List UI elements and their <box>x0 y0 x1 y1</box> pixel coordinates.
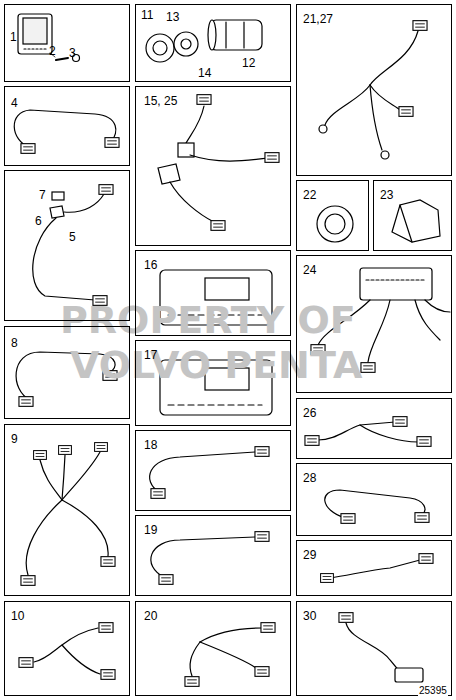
part-panel: 24 <box>296 255 452 393</box>
part-panel: 18 <box>135 430 291 511</box>
part-panel: 29 <box>296 540 452 596</box>
callout-number: 21,27 <box>303 13 333 26</box>
callout-number: 1 <box>10 31 17 44</box>
part-panel: 17 <box>135 340 291 426</box>
callout-number: 16 <box>144 259 157 272</box>
callout-number: 22 <box>303 189 316 202</box>
figure-number: 25395 <box>418 685 448 696</box>
part-panel: 8 <box>4 326 130 419</box>
callout-number: 7 <box>39 189 46 202</box>
part-panel: 26 <box>296 398 452 459</box>
part-panel: 20 <box>135 601 291 696</box>
part-panel: 11 13 12 14 <box>135 4 291 82</box>
callout-number: 24 <box>303 264 316 277</box>
callout-number: 12 <box>242 57 255 70</box>
watermark-text: PROPERTY OF <box>60 300 356 340</box>
callout-number: 2 <box>49 45 56 58</box>
callout-number: 5 <box>69 231 76 244</box>
callout-number: 19 <box>144 524 157 537</box>
callout-number: 6 <box>35 215 42 228</box>
callout-number: 14 <box>198 67 211 80</box>
part-panel: 9 <box>4 424 130 596</box>
callout-number: 15, 25 <box>144 95 177 108</box>
callout-number: 13 <box>166 11 179 24</box>
part-panel: 7 6 5 <box>4 170 130 321</box>
callout-number: 4 <box>11 97 18 110</box>
callout-number: 8 <box>11 337 18 350</box>
callout-number: 18 <box>144 439 157 452</box>
part-panel: 19 <box>135 515 291 596</box>
part-panel: 30 <box>296 601 452 696</box>
callout-number: 28 <box>303 472 316 485</box>
callout-number: 10 <box>11 610 24 623</box>
callout-number: 11 <box>141 9 153 22</box>
part-panel: 1 23 <box>4 4 130 82</box>
part-panel: 28 <box>296 463 452 536</box>
part-panel: 21,27 <box>296 4 452 176</box>
part-panel: 16 <box>135 250 291 336</box>
callout-number: 3 <box>69 47 76 60</box>
callout-number: 20 <box>144 610 157 623</box>
watermark-text: VOLVO PENTA <box>70 345 362 385</box>
callout-number: 30 <box>303 610 316 623</box>
part-panel: 10 <box>4 601 130 696</box>
part-panel: 15, 25 <box>135 86 291 246</box>
callout-number: 9 <box>11 433 18 446</box>
callout-number: 29 <box>303 549 316 562</box>
part-panel: 4 <box>4 86 130 166</box>
callout-number: 17 <box>144 349 157 362</box>
part-panel: 23 <box>373 180 452 251</box>
part-panel: 22 <box>296 180 369 251</box>
callout-number: 23 <box>380 189 393 202</box>
callout-number: 26 <box>303 407 316 420</box>
